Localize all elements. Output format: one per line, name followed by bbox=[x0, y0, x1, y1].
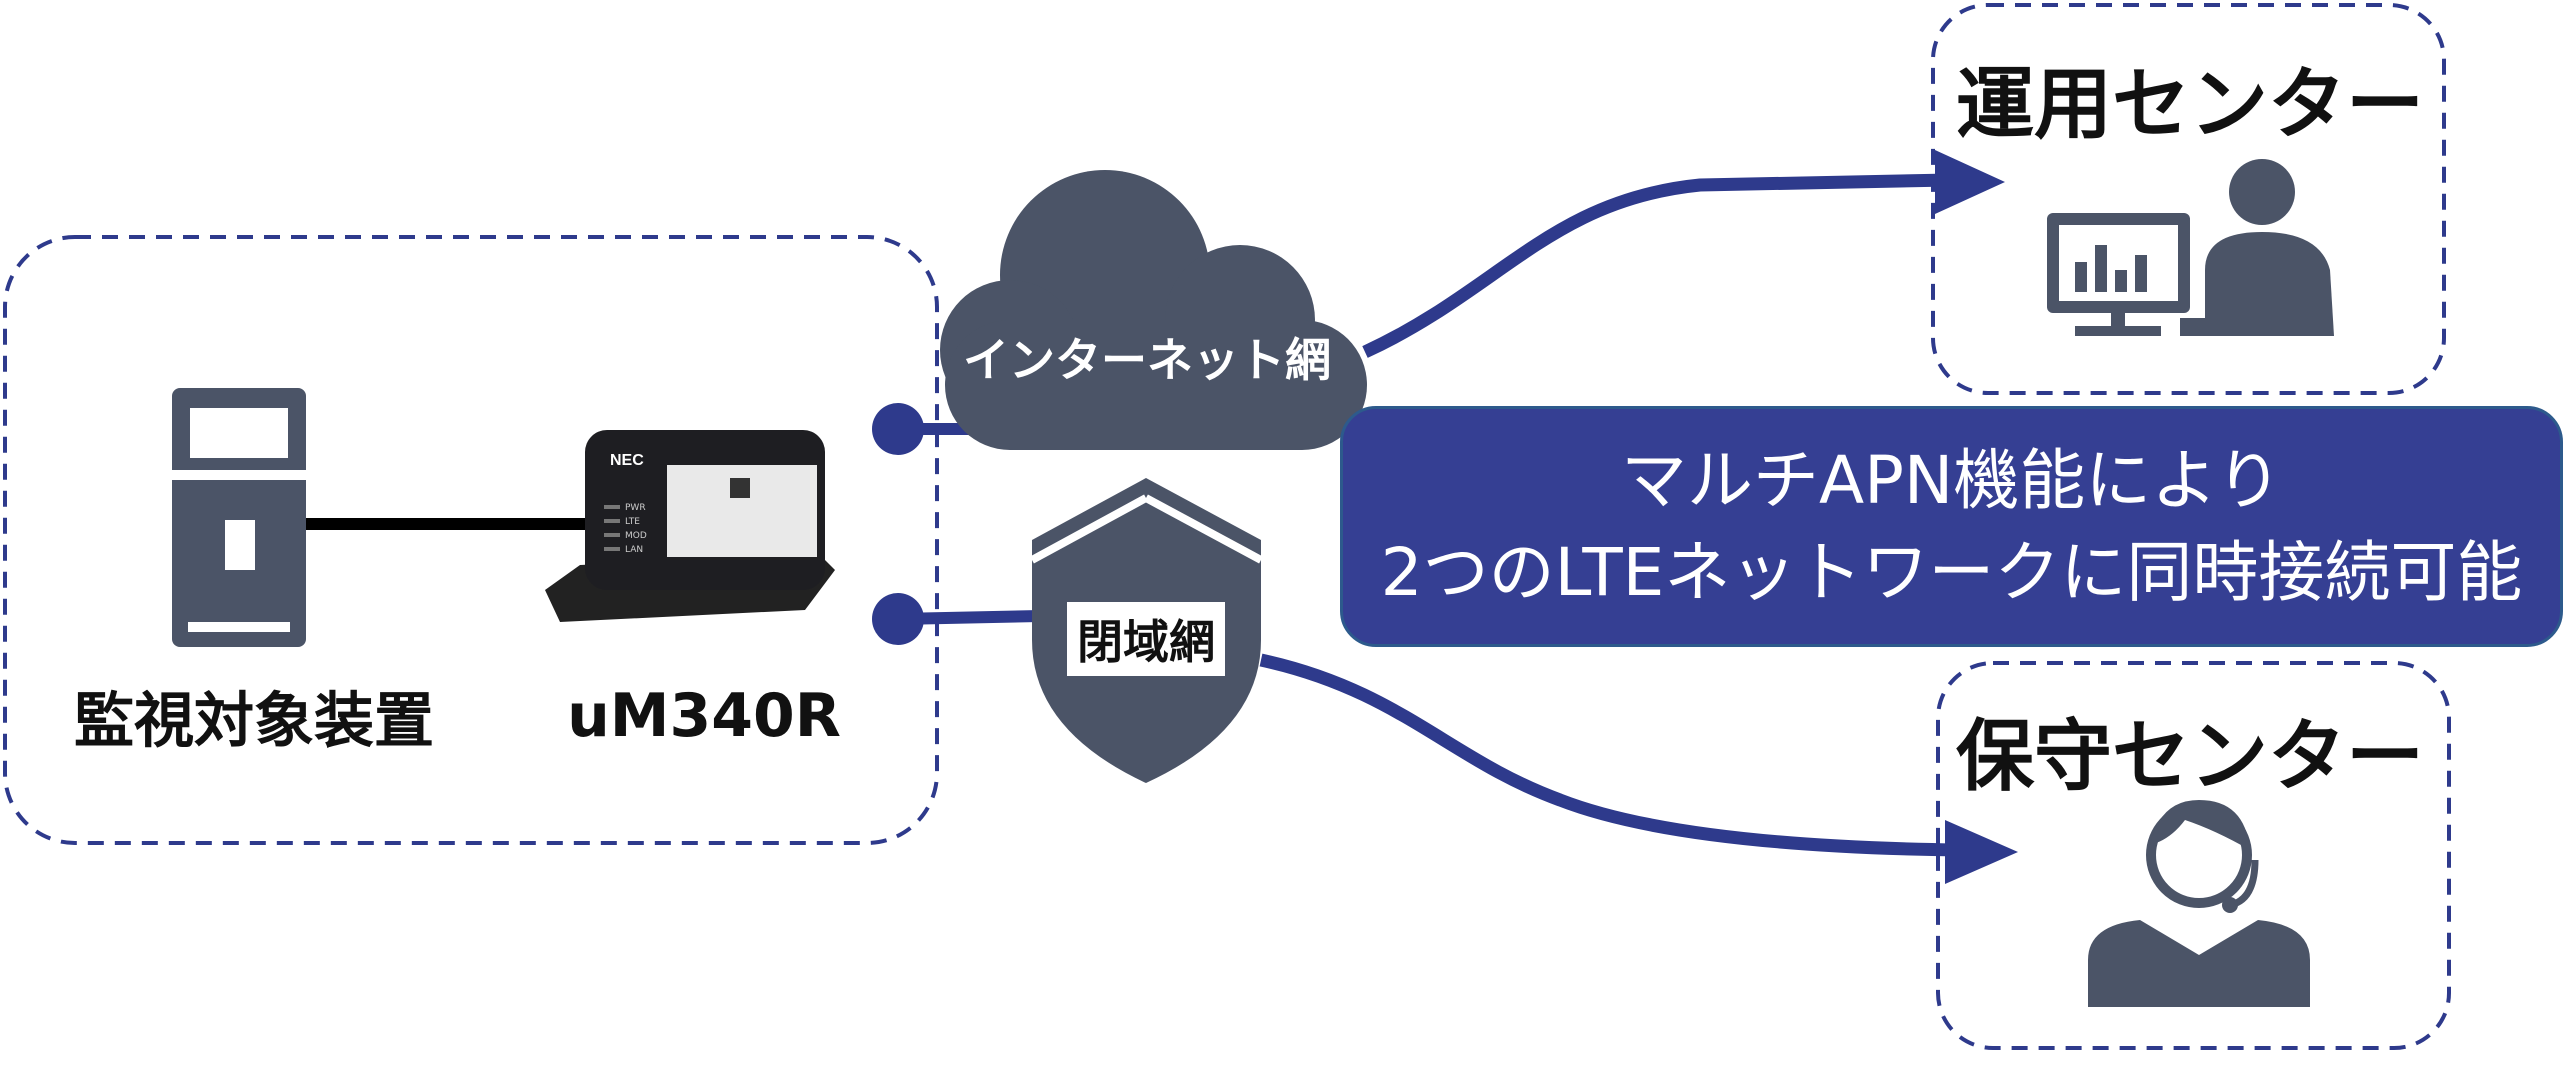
arrow-to-operations bbox=[1362, 173, 1951, 358]
internet-label: インターネット網 bbox=[963, 333, 1331, 387]
router-led-label: PWR bbox=[625, 503, 646, 513]
closed-network-label: 閉域網 bbox=[1067, 602, 1225, 676]
arrow-to-maintenance bbox=[1259, 653, 1961, 857]
cloud-icon bbox=[940, 170, 1367, 450]
port-dot-closed bbox=[872, 593, 924, 645]
operations-center-title: 運用センター bbox=[1955, 60, 2425, 150]
port-dot-internet bbox=[872, 403, 924, 455]
monitor-icon bbox=[2047, 213, 2190, 336]
site-group-box bbox=[3, 235, 939, 845]
router-brand: NEC bbox=[610, 452, 644, 469]
operator-person-icon bbox=[2180, 159, 2334, 336]
multi-apn-banner: マルチAPN機能により 2つのLTEネットワークに同時接続可能 bbox=[1340, 406, 2563, 647]
operations-center-box bbox=[1931, 3, 2446, 395]
banner-line-2: 2つのLTEネットワークに同時接続可能 bbox=[1380, 533, 2523, 611]
router-led-label: MOD bbox=[625, 531, 647, 541]
router-image: NEC PWR LTE MOD LAN bbox=[545, 430, 835, 622]
support-operator-icon bbox=[2088, 800, 2310, 1007]
router-label: uM340R bbox=[567, 681, 841, 751]
router-led-label: LAN bbox=[625, 545, 643, 555]
maintenance-center-title: 保守センター bbox=[1955, 712, 2425, 802]
monitored-device-icon bbox=[172, 388, 306, 647]
router-led-label: LTE bbox=[625, 517, 640, 527]
device-label: 監視対象装置 bbox=[74, 686, 434, 757]
banner-line-1: マルチAPN機能により bbox=[1620, 441, 2282, 519]
